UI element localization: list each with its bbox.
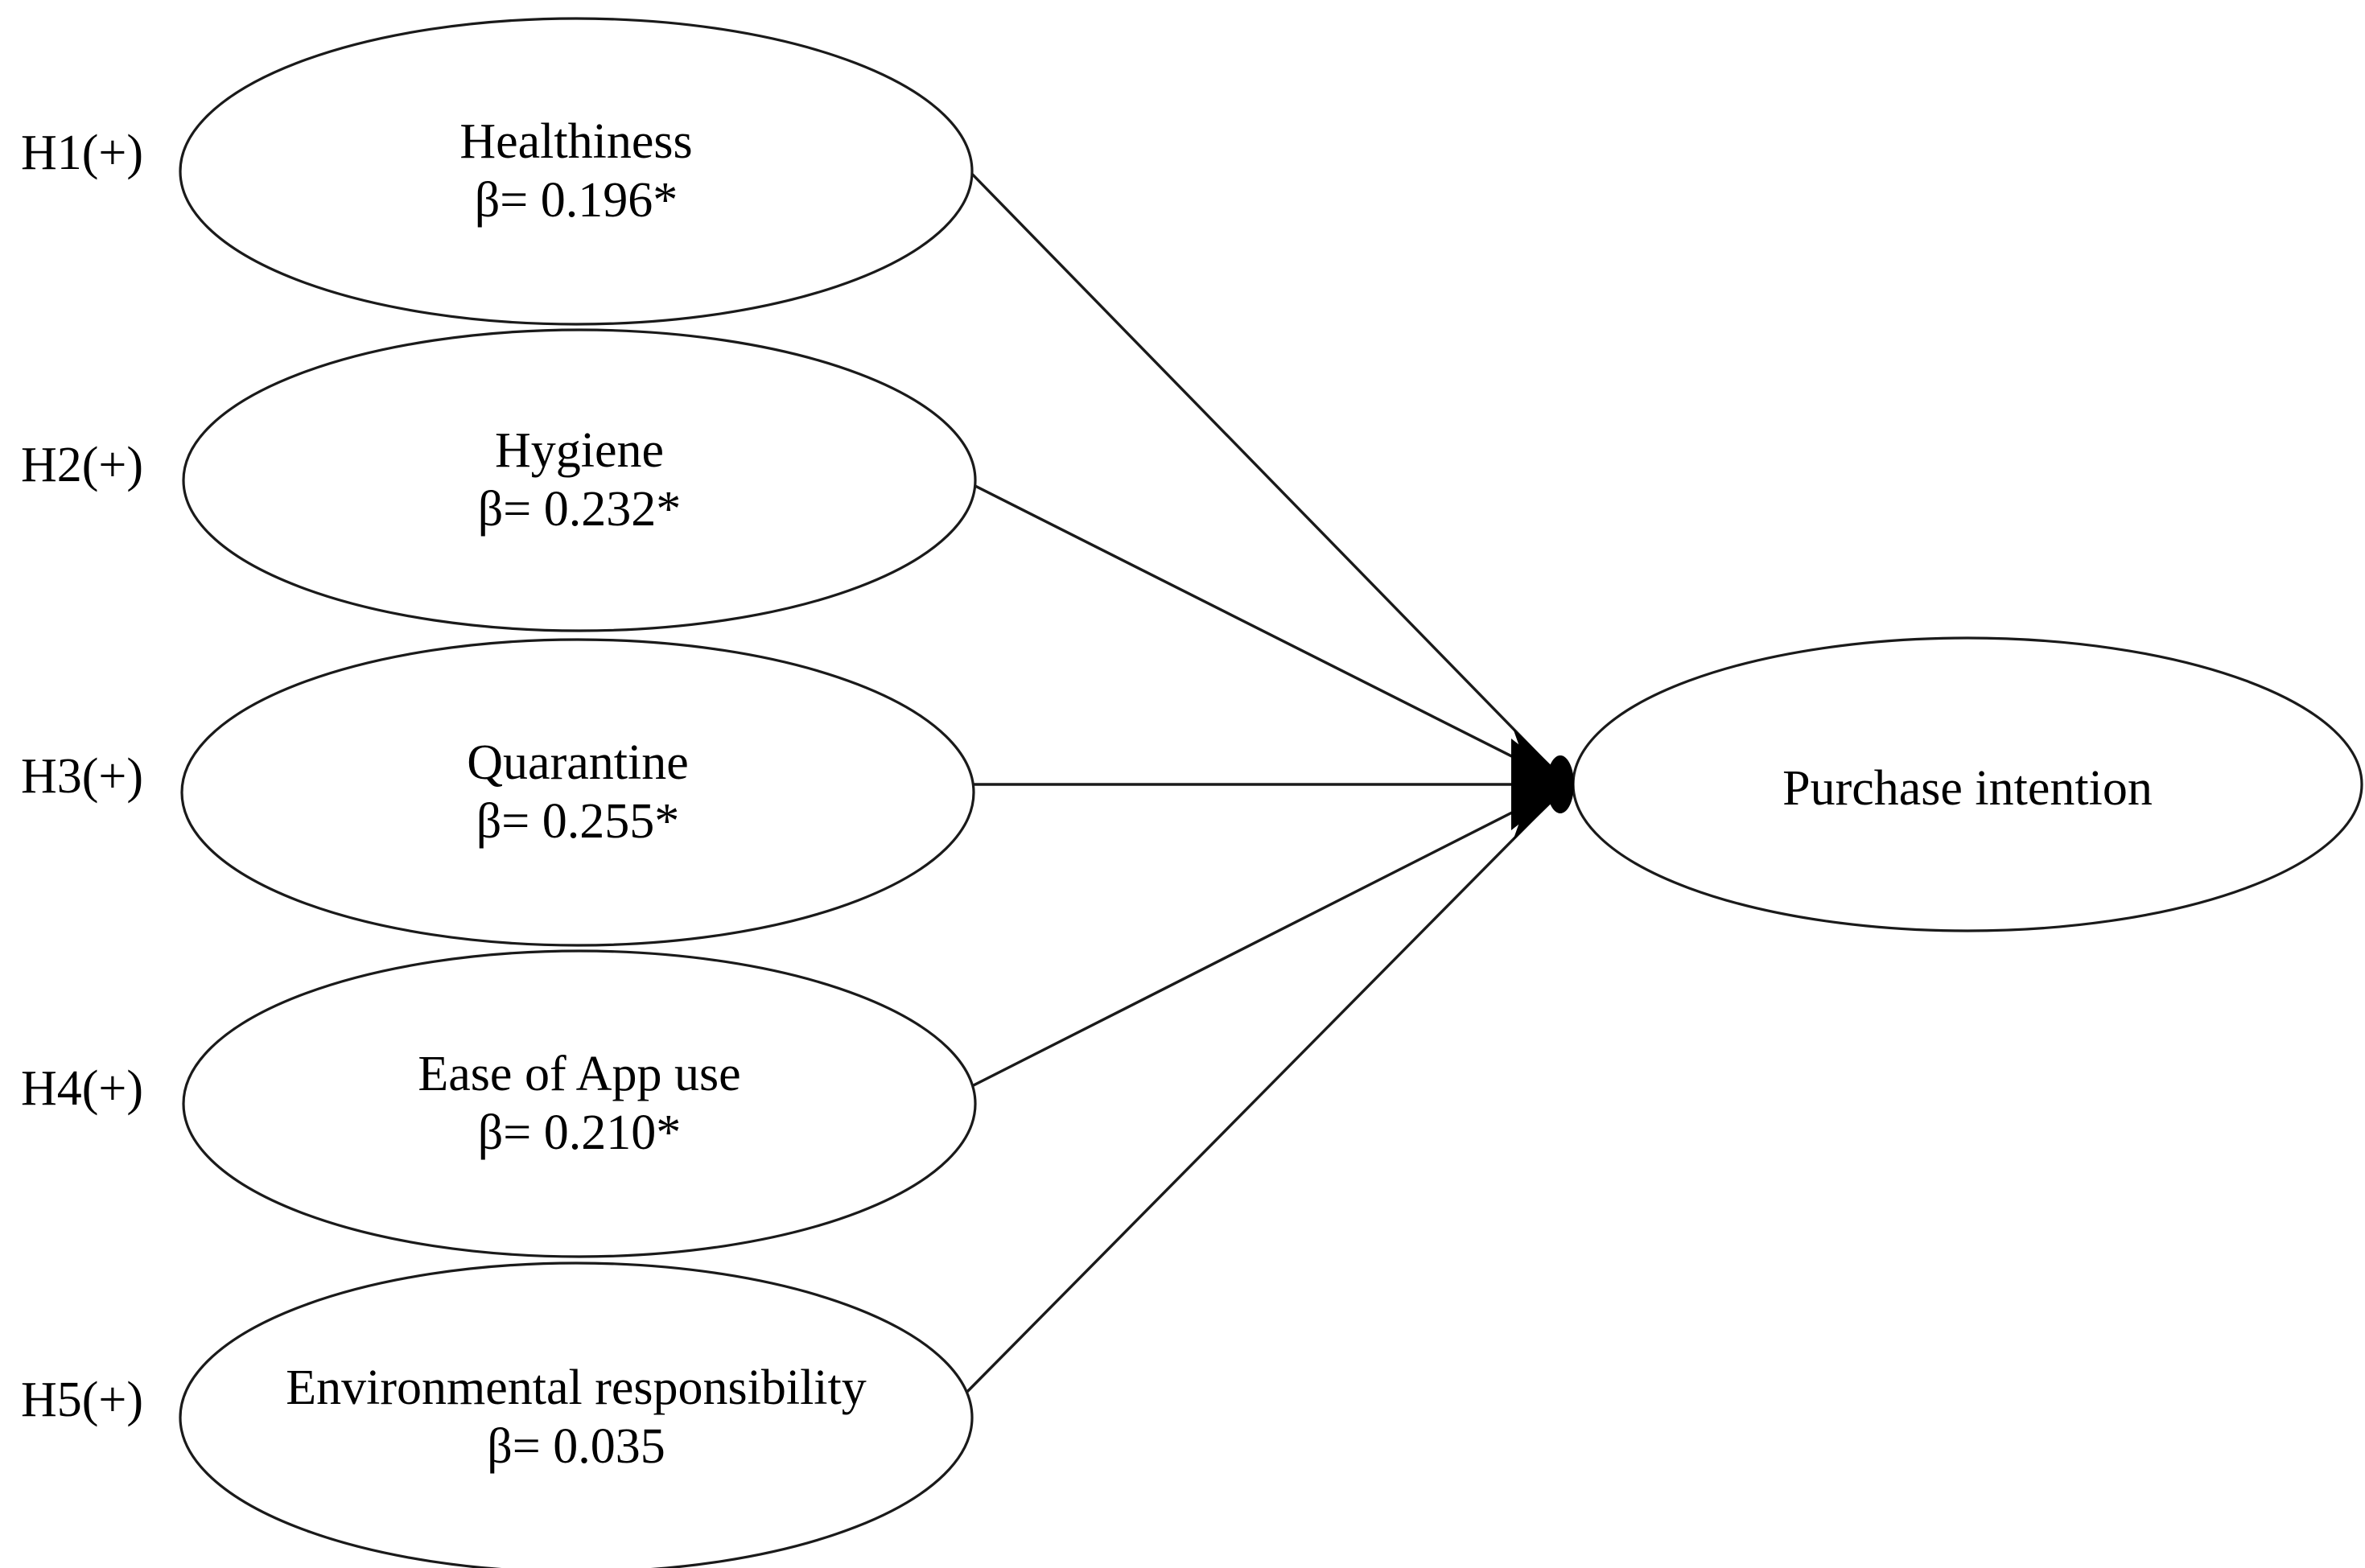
node-environmental-responsibility[interactable] — [179, 1261, 974, 1568]
node-purchase-intention[interactable] — [1572, 636, 2363, 932]
connector-environmental-responsibility-to-purchase-intention — [956, 783, 1569, 1403]
node-ease-of-app-use[interactable] — [182, 949, 977, 1258]
connector-healthiness-to-purchase-intention — [964, 166, 1569, 786]
node-hygiene[interactable] — [182, 328, 977, 632]
node-healthiness[interactable] — [179, 17, 974, 326]
hypothesis-label-h2: H2(+) — [21, 438, 144, 492]
arrowhead-cluster — [1511, 728, 1574, 841]
connector-hygiene-to-purchase-intention — [962, 478, 1568, 786]
node-quarantine[interactable] — [180, 638, 975, 947]
connector-ease-of-app-use-to-purchase-intention — [963, 783, 1568, 1092]
hypothesis-label-h4: H4(+) — [21, 1061, 144, 1116]
hypothesis-label-h1: H1(+) — [21, 126, 144, 180]
hypothesis-label-h3: H3(+) — [21, 749, 144, 804]
hypothesis-label-h5: H5(+) — [21, 1373, 144, 1427]
